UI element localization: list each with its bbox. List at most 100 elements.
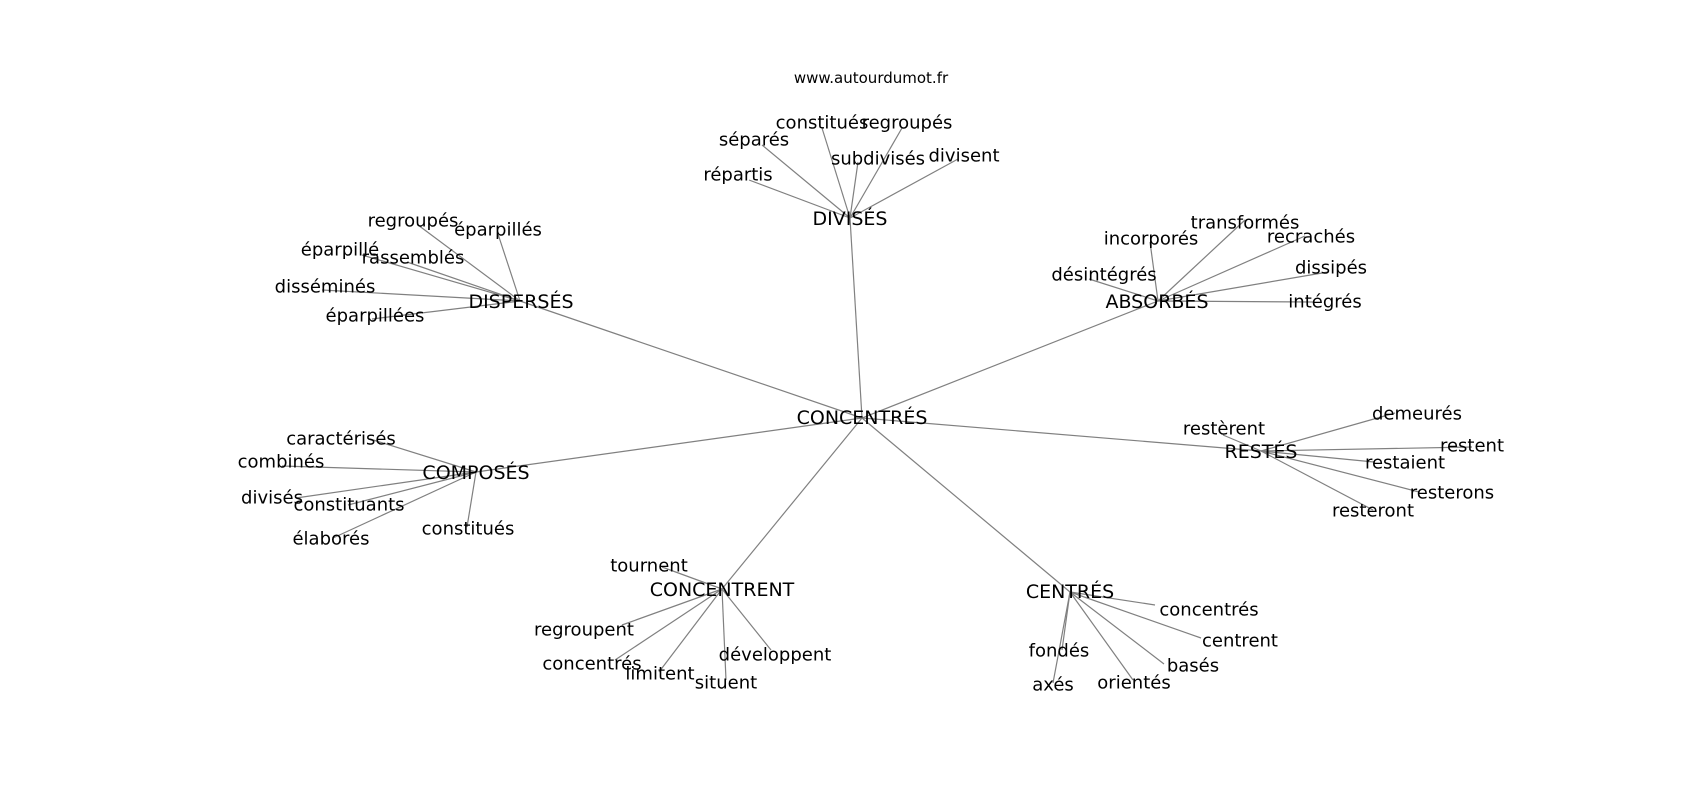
leaf-node-integres[interactable]: intégrés (1288, 292, 1361, 313)
edge-concentrent-situent (721, 588, 727, 681)
leaf-node-repartis[interactable]: répartis (703, 165, 772, 186)
edge-divises-repartis (748, 179, 851, 219)
leaf-node-centrent[interactable]: centrent (1202, 631, 1278, 652)
leaf-node-limitent[interactable]: limitent (625, 664, 694, 685)
edge-absorbes-recraches (1157, 235, 1306, 302)
edge-absorbes-integres (1157, 300, 1314, 303)
leaf-node-desintegres[interactable]: désintégrés (1051, 265, 1156, 286)
edge-absorbes-dissipes (1157, 271, 1329, 302)
leaf-node-constitues[interactable]: constitués (422, 519, 515, 540)
edge-disperses-eparpilles (497, 233, 521, 302)
leaf-node-situent[interactable]: situent (695, 673, 757, 694)
leaf-node-resterent[interactable]: restèrent (1183, 419, 1265, 440)
leaf-node-eparpilles[interactable]: éparpillés (454, 220, 542, 241)
edge-center-absorbes (861, 300, 1159, 419)
edge-composes-constituants (347, 471, 477, 506)
hub-node-centres[interactable]: CENTRÉS (1026, 580, 1114, 603)
edge-restes-resterent (1222, 434, 1262, 452)
leaf-node-caracterises[interactable]: caractérisés (286, 429, 396, 450)
edge-centres-axes (1052, 591, 1071, 684)
leaf-node-concentres[interactable]: concentrés (542, 654, 641, 675)
edge-divises-separes (761, 144, 851, 219)
hub-node-absorbes[interactable]: ABSORBÉS (1105, 290, 1208, 313)
leaf-node-orientes[interactable]: orientés (1097, 673, 1170, 694)
edge-disperses-eparpillees (371, 300, 521, 320)
edge-concentrent-regroupent (621, 588, 723, 626)
hub-node-disperses[interactable]: DISPERSÉS (468, 290, 573, 313)
edge-center-composes (475, 417, 863, 473)
leaf-node-constituants[interactable]: constituants (293, 495, 404, 516)
leaf-node-restent[interactable]: restent (1440, 436, 1504, 457)
edge-layer (281, 127, 1473, 684)
leaf-node-axes[interactable]: axés (1032, 675, 1074, 696)
edge-divises-subdivises (849, 161, 859, 219)
leaf-node-divises[interactable]: divisés (241, 488, 303, 509)
edge-disperses-rassembles (406, 261, 521, 302)
edge-composes-elabores (332, 471, 477, 539)
edge-composes-constitues (466, 471, 477, 528)
edge-center-divises (849, 217, 863, 419)
edge-centres-bases (1069, 591, 1165, 665)
leaf-node-regroupes[interactable]: regroupés (862, 113, 953, 134)
leaf-node-elabores[interactable]: élaborés (292, 529, 369, 550)
leaf-node-fondes[interactable]: fondés (1029, 641, 1090, 662)
leaf-node-constitues[interactable]: constitués (776, 113, 869, 134)
leaf-node-developpent[interactable]: développent (719, 645, 832, 666)
edge-center-disperses (519, 300, 863, 419)
hub-node-divises[interactable]: DIVISÉS (813, 207, 888, 230)
leaf-node-subdivises[interactable]: subdivisés (831, 149, 925, 170)
edge-concentrent-tournent (661, 566, 723, 590)
leaf-node-bases[interactable]: basés (1167, 656, 1219, 677)
edge-centres-orientes (1069, 591, 1134, 681)
leaf-node-recraches[interactable]: recrachés (1267, 227, 1355, 248)
leaf-node-dissemines[interactable]: disséminés (275, 277, 376, 298)
edge-center-centres (861, 417, 1071, 593)
edge-absorbes-incorpores (1149, 241, 1159, 302)
leaf-node-concentres[interactable]: concentrés (1159, 600, 1258, 621)
leaf-node-eparpille[interactable]: éparpillé (301, 240, 379, 261)
edge-composes-divises (295, 471, 477, 499)
leaf-node-dissipes[interactable]: dissipés (1295, 258, 1367, 279)
edge-divises-constitues (821, 127, 851, 219)
leaf-node-resteront[interactable]: resteront (1332, 501, 1414, 522)
edge-disperses-eparpille (361, 254, 521, 302)
leaf-node-regroupent[interactable]: regroupent (534, 620, 634, 641)
edge-center-concentrent (721, 417, 863, 590)
leaf-node-regroupes[interactable]: regroupés (368, 211, 459, 232)
hub-node-restes[interactable]: RESTÉS (1225, 440, 1298, 463)
edge-centres-concentres (1069, 591, 1156, 606)
edge-absorbes-desintegres (1088, 278, 1159, 302)
leaf-node-separes[interactable]: séparés (719, 130, 789, 151)
edge-composes-caracterises (369, 438, 477, 473)
leaf-node-eparpillees[interactable]: éparpillées (326, 306, 425, 327)
leaf-node-incorpores[interactable]: incorporés (1104, 229, 1199, 250)
edge-center-restes (861, 417, 1262, 452)
edge-divises-regroupes (849, 127, 903, 219)
edge-divises-divisent (849, 158, 959, 219)
hub-node-concentrent[interactable]: CONCENTRENT (650, 579, 795, 601)
edge-absorbes-transformes (1157, 219, 1246, 302)
leaf-node-demeures[interactable]: demeurés (1372, 404, 1462, 425)
edge-centres-centrent (1069, 591, 1202, 639)
edge-restes-demeures (1260, 412, 1396, 452)
leaf-node-rassembles[interactable]: rassemblés (362, 248, 465, 269)
label-layer: www.autourdumot.fr CONCENTRÉS DIVISÉS cons… (238, 69, 1504, 696)
credit-text[interactable]: www.autourdumot.fr (794, 69, 949, 87)
edge-restes-restaient (1260, 450, 1375, 463)
hub-node-composes[interactable]: COMPOSÉS (422, 461, 529, 484)
leaf-node-divisent[interactable]: divisent (929, 146, 1000, 167)
edge-disperses-regroupes (417, 224, 521, 302)
edge-restes-restent (1260, 446, 1473, 452)
leaf-node-combines[interactable]: combinés (238, 452, 325, 473)
edge-concentrent-limitent (658, 588, 723, 673)
edge-concentrent-concentres (614, 588, 723, 661)
edge-concentrent-developpent (721, 588, 772, 651)
leaf-node-transformes[interactable]: transformés (1191, 213, 1300, 234)
leaf-node-resterons[interactable]: resterons (1410, 483, 1494, 504)
leaf-node-tournent[interactable]: tournent (610, 556, 688, 577)
center-node-label[interactable]: CONCENTRÉS (797, 406, 928, 429)
edge-disperses-dissemines (321, 289, 521, 302)
leaf-node-restaient[interactable]: restaient (1365, 453, 1445, 474)
edge-restes-resteront (1260, 450, 1374, 511)
